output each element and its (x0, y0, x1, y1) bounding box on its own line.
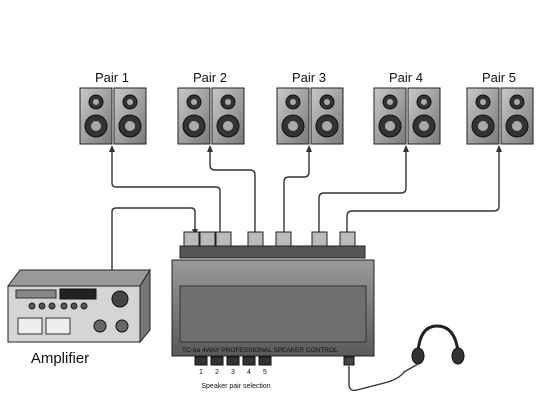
pair-label: Pair 3 (292, 70, 326, 85)
arrow-head (496, 145, 502, 152)
cable-pair-1 (111, 148, 221, 236)
selection-buttons (194, 356, 272, 366)
speaker-controller: TC-6a 4WAY PROFESSIONAL SPEAKER CONTROL … (171, 231, 375, 390)
volume-knob (111, 290, 129, 308)
pair-label: Pair 2 (193, 70, 227, 85)
arrow-head (403, 145, 409, 152)
cable-pair-2 (209, 148, 256, 236)
headband (416, 324, 460, 353)
controller-top-edge (179, 245, 366, 259)
arrow-head (109, 145, 115, 152)
amplifier-side (139, 268, 151, 344)
speaker-cables (109, 145, 502, 236)
amplifier-label: Amplifier (31, 350, 89, 367)
cable-pair-5 (346, 148, 500, 236)
button-number: 5 (263, 369, 267, 376)
selector-button-4[interactable] (242, 356, 256, 366)
button-number: 3 (231, 369, 235, 376)
headphones (348, 324, 465, 392)
speaker-pair-3: Pair 3 (276, 70, 344, 145)
arrow-head (207, 145, 213, 152)
vu-meter-left (17, 317, 43, 335)
amplifier-top (7, 269, 151, 287)
pair-label: Pair 4 (389, 70, 423, 85)
button-number: 4 (247, 369, 251, 376)
speaker-pair-2: Pair 2 (177, 70, 245, 145)
button-number: 2 (215, 369, 219, 376)
selector-button-2[interactable] (210, 356, 224, 366)
selector-button-1[interactable] (194, 356, 208, 366)
cable-pair-3 (283, 148, 310, 236)
headphone-cable (348, 363, 419, 392)
controller-front-panel (179, 285, 367, 343)
amplifier: Amplifier (7, 268, 151, 367)
vu-meter-right (45, 317, 71, 335)
cable-pair-4 (318, 148, 407, 236)
speaker-pair-1: Pair 1 (79, 70, 147, 145)
selector-button-3[interactable] (226, 356, 240, 366)
selection-caption: Speaker pair selection (201, 383, 270, 390)
controller-model-text: TC-6a 4WAY PROFESSIONAL SPEAKER CONTROL (182, 347, 338, 354)
earcup-left (411, 347, 425, 365)
arrow-head (306, 145, 312, 152)
pair-label: Pair 5 (482, 70, 516, 85)
button-number: 1 (199, 369, 203, 376)
headphone-jack (343, 356, 355, 366)
pair-label: Pair 1 (95, 70, 129, 85)
earcup-right (451, 347, 465, 365)
speaker-pair-4: Pair 4 (373, 70, 441, 145)
amplifier-display (59, 288, 97, 300)
selector-button-5[interactable] (258, 356, 272, 366)
speaker-pair-5: Pair 5 (466, 70, 534, 145)
